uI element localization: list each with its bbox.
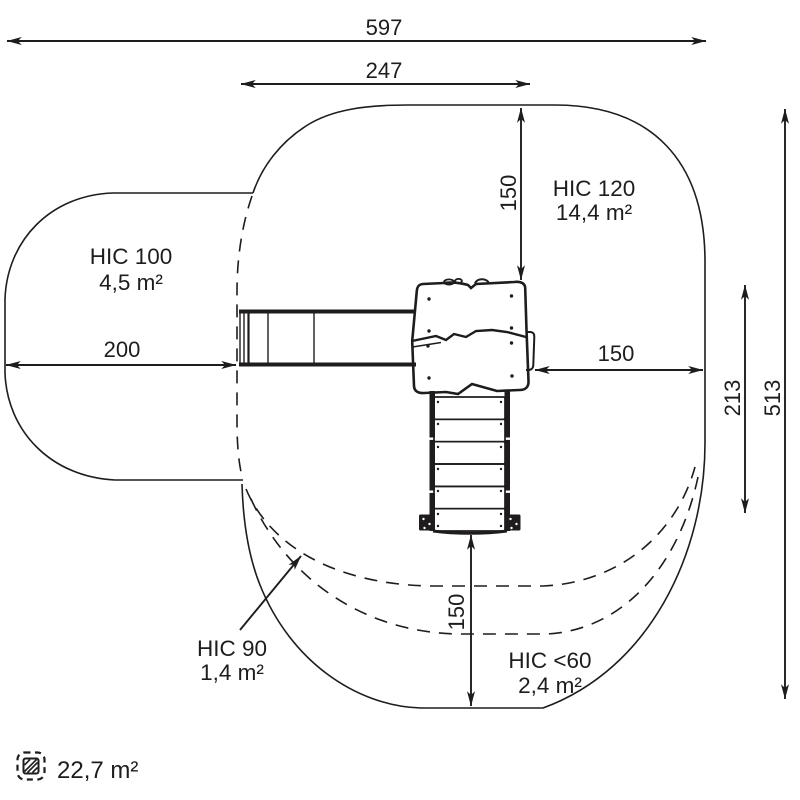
zone-hic60-name: HIC <60 (508, 648, 591, 673)
dim-upper-width: 247 (240, 58, 531, 88)
zone-hic90-boundary (245, 466, 696, 587)
dim-left-width: 200 (5, 337, 237, 369)
dim-total-height-label: 513 (760, 380, 785, 417)
dim-total-height: 513 (760, 108, 789, 700)
zone-hic60-area: 2,4 m² (518, 673, 582, 698)
dim-total-width: 597 (6, 15, 707, 45)
legend-area-label: 22,7 m² (57, 757, 138, 784)
dim-upper-width-label: 247 (366, 58, 403, 83)
dim-inner-height: 213 (720, 284, 749, 514)
zone-hic120-area: 14,4 m² (556, 200, 633, 225)
dim-right-width: 150 (534, 341, 704, 374)
dim-right-width-label: 150 (598, 341, 635, 366)
zone-hic120-name: HIC 120 (553, 176, 636, 201)
zone-hic90-name: HIC 90 (197, 636, 267, 661)
zone-hic90-area: 1,4 m² (200, 660, 264, 685)
zone-hic90-label: HIC 90 1,4 m² (197, 555, 302, 685)
zone-hic60-boundary (250, 476, 699, 635)
dim-upper-height: 150 (496, 107, 525, 281)
zone-hic100-area: 4,5 m² (99, 270, 163, 295)
dim-bottom-height: 150 (444, 534, 475, 707)
platform-top-view (410, 277, 536, 396)
dim-total-width-label: 597 (366, 15, 403, 40)
dim-left-width-label: 200 (104, 337, 141, 362)
legend-total-area: 22,7 m² (16, 751, 138, 784)
play-structure (239, 277, 536, 535)
zone-hic120-outline (241, 104, 706, 709)
zone-hic60-label: HIC <60 2,4 m² (508, 648, 591, 698)
ladder-feet (419, 514, 521, 531)
zone-hic120-label: HIC 120 14,4 m² (553, 176, 636, 225)
dim-upper-height-label: 150 (496, 175, 521, 212)
zone-hic100-label: HIC 100 4,5 m² (90, 244, 173, 295)
dim-inner-height-label: 213 (720, 380, 745, 417)
area-icon (16, 751, 46, 781)
zone-hic100-outline (4, 192, 253, 481)
ladder-top-view (419, 391, 521, 535)
zone-hic100-name: HIC 100 (90, 244, 173, 269)
zone-boundary-dashed-left (236, 195, 253, 481)
dim-bottom-height-label: 150 (444, 594, 469, 631)
slide-top-view (239, 309, 416, 367)
